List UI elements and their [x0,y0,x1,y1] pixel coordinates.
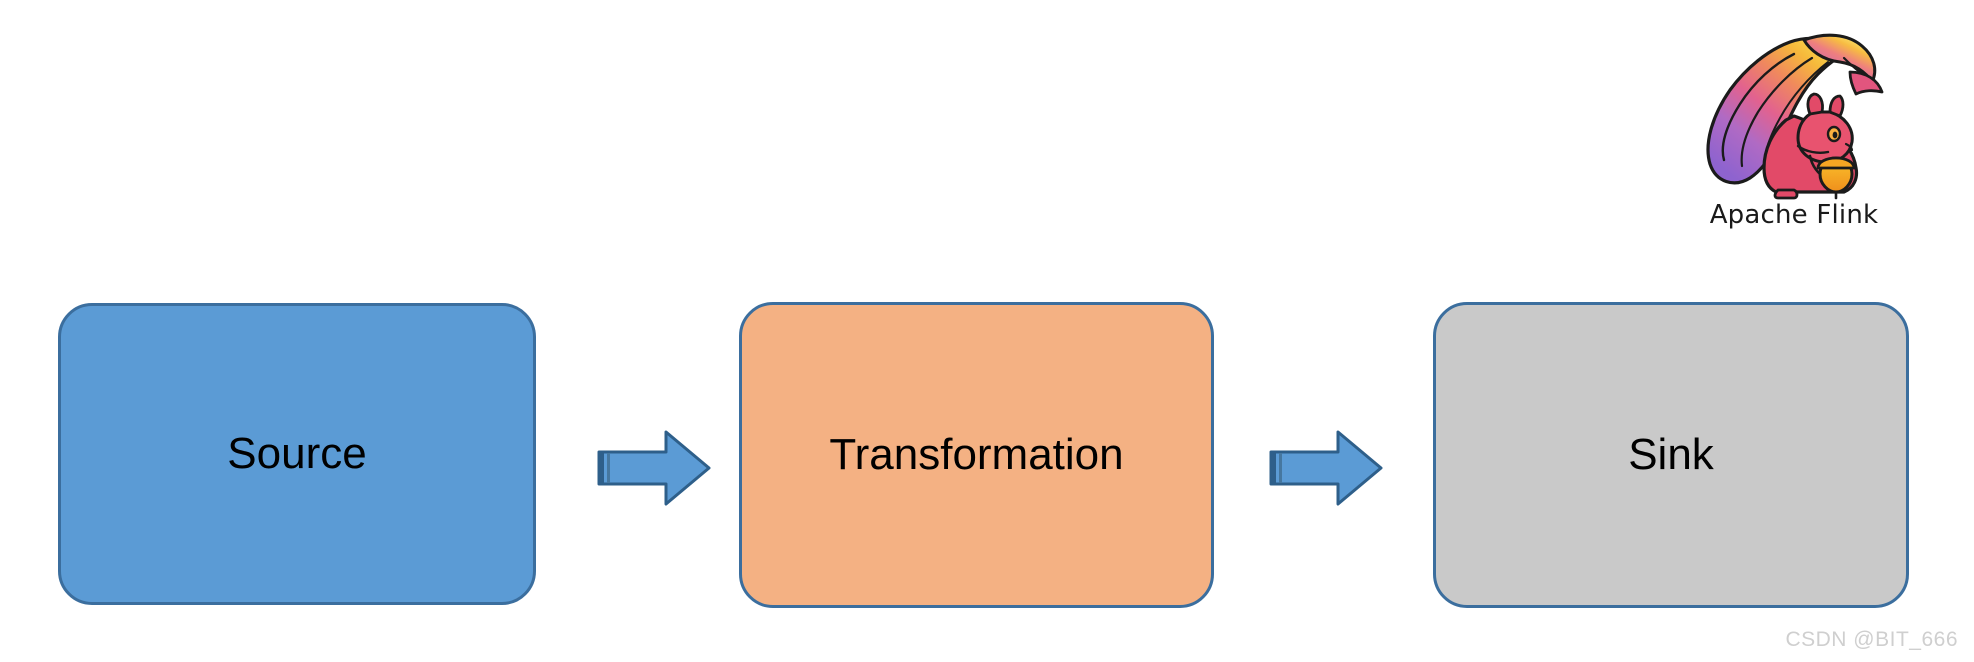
flow-node-transformation[interactable]: Transformation [739,302,1214,608]
apache-flink-squirrel-logo-icon [1694,28,1894,200]
watermark-text: CSDN @BIT_666 [1785,628,1958,651]
flow-node-sink-label: Sink [1628,430,1714,479]
flow-node-transformation-label: Transformation [829,430,1124,479]
flow-node-sink[interactable]: Sink [1433,302,1909,608]
apache-flink-caption: Apache Flink [1709,200,1879,230]
right-block-arrow-icon [1268,428,1384,508]
flow-node-source[interactable]: Source [58,303,536,605]
apache-flink-branding: Apache Flink [1694,28,1894,238]
flow-node-source-label: Source [227,429,367,478]
right-block-arrow-icon [596,428,712,508]
